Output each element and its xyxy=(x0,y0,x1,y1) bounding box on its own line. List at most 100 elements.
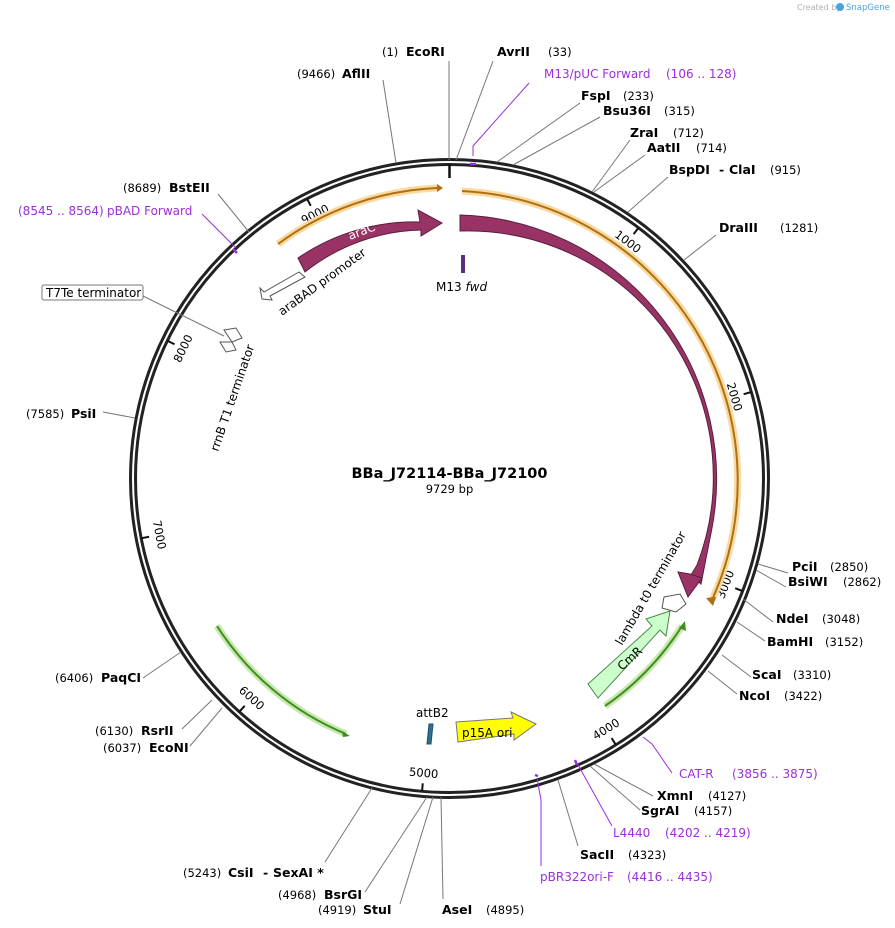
site-AseI-name: AseI xyxy=(442,902,472,917)
site-BspDI-name: BspDI xyxy=(669,162,710,177)
araBAD-promoter-feature xyxy=(259,271,306,301)
site-SexAI-name: SexAI * xyxy=(273,865,324,880)
site-AvrII-name: AvrII xyxy=(497,44,530,59)
scale-tick-label: 5000 xyxy=(408,765,438,782)
site-BspDI-sep: - xyxy=(719,162,724,177)
primer-L4440-name: L4440 xyxy=(613,826,650,840)
site-SacII-name: SacII xyxy=(580,847,614,862)
scale-tick-label: 6000 xyxy=(236,683,267,713)
site-XmnI-name: XmnI xyxy=(657,788,693,803)
site-EcoNI-pos: (6037) xyxy=(103,741,141,755)
scale-tick xyxy=(141,535,150,540)
site-NdeI-pos: (3048) xyxy=(822,612,860,626)
primer-M13pUC-range: (106 .. 128) xyxy=(666,67,736,81)
snapgene-logo-icon xyxy=(836,3,844,11)
orf-arcs xyxy=(214,184,742,738)
site-PciI-pos: (2850) xyxy=(830,560,868,574)
snapgene-credit: Created by SnapGene xyxy=(797,3,890,13)
site-FspI-name: FspI xyxy=(581,88,611,103)
site-CsiI-name: CsiI xyxy=(228,865,254,880)
site-NdeI-name: NdeI xyxy=(776,611,809,626)
p15A-ori-label: p15A ori xyxy=(462,726,513,740)
primer-pBAD-range: (8545 .. 8564) xyxy=(18,204,104,218)
scale-tick xyxy=(238,705,246,713)
primer-markers xyxy=(201,82,673,866)
site-callout-lines xyxy=(102,60,789,905)
site-PsiI-pos: (7585) xyxy=(26,407,64,421)
attB2-feature xyxy=(426,723,434,745)
site-XmnI-pos: (4127) xyxy=(708,789,746,803)
primer-L4440-range: (4202 .. 4219) xyxy=(665,826,751,840)
site-AvrII-pos: (33) xyxy=(548,45,572,59)
site-SgrAI-name: SgrAI xyxy=(641,803,679,818)
rrnB-T1-terminator-label: rrnB T1 terminator xyxy=(208,343,258,453)
scale-tick xyxy=(632,227,640,235)
site-ScaI-pos: (3310) xyxy=(793,668,831,682)
site-ZraI-pos: (712) xyxy=(673,126,704,140)
primer-M13pUC-name: M13/pUC Forward xyxy=(544,67,651,81)
site-BsrGI-name: BsrGI xyxy=(324,887,362,902)
site-PsiI-name: PsiI xyxy=(71,406,96,421)
site-NcoI-pos: (3422) xyxy=(784,689,822,703)
T7Te-terminator-feature: T7Te terminator xyxy=(41,284,243,353)
site-DraIII-name: DraIII xyxy=(719,220,758,235)
scale-tick xyxy=(610,737,617,746)
site-DraIII-pos: (1281) xyxy=(780,221,818,235)
lacZ-label: lacZ xyxy=(659,348,681,377)
site-ZraI-name: ZraI xyxy=(630,125,658,140)
site-RsrII-pos: (6130) xyxy=(95,724,133,738)
site-EcoNI-name: EcoNI xyxy=(149,740,189,755)
scale-tick xyxy=(743,391,752,396)
lacZ-feature xyxy=(459,214,718,585)
site-BsiWI-pos: (2862) xyxy=(843,575,881,589)
site-AseI-pos: (4895) xyxy=(486,903,524,917)
CmR-feature xyxy=(587,610,671,699)
site-AatII-pos: (714) xyxy=(696,141,727,155)
attB2-label: attB2 xyxy=(416,706,449,720)
site-PaqCI-pos: (6406) xyxy=(55,671,93,685)
site-BsrGI-pos: (4968) xyxy=(278,888,316,902)
M13-fwd-label: M13 fwd xyxy=(436,280,487,294)
scale-tick-label: 4000 xyxy=(590,715,622,742)
site-BsiWI-name: BsiWI xyxy=(788,574,828,589)
site-BstEII-name: BstEII xyxy=(169,180,210,195)
credit-brand: SnapGene xyxy=(846,3,890,13)
scale-tick xyxy=(166,339,175,346)
site-NcoI-name: NcoI xyxy=(739,688,770,703)
site-EcoRI-name: EcoRI xyxy=(406,44,445,59)
primer-pBR322ori-range: (4416 .. 4435) xyxy=(627,870,713,884)
plasmid-length: 9729 bp xyxy=(426,482,474,496)
site-SacII-pos: (4323) xyxy=(628,848,666,862)
site-BstEII-pos: (8689) xyxy=(123,181,161,195)
site-ClaI-pos: (915) xyxy=(770,163,801,177)
site-AflII-pos: (9466) xyxy=(297,67,335,81)
lambda-t0-terminator-feature xyxy=(661,593,687,613)
primer-CAT-R-range: (3856 .. 3875) xyxy=(732,767,818,781)
araC-feature xyxy=(297,209,443,273)
scale-tick xyxy=(421,783,424,792)
site-StuI-pos: (4919) xyxy=(318,903,356,917)
M13-fwd-feature xyxy=(461,255,465,273)
site-RsrII-name: RsrII xyxy=(141,723,174,738)
primer-pBAD-name: pBAD Forward xyxy=(107,204,192,218)
site-BamHI-pos: (3152) xyxy=(825,635,863,649)
site-AatII-name: AatII xyxy=(647,140,680,155)
site-StuI-name: StuI xyxy=(363,902,392,917)
site-PciI-name: PciI xyxy=(792,559,818,574)
primer-CAT-R-name: CAT-R xyxy=(679,767,714,781)
site-PaqCI-name: PaqCI xyxy=(101,670,141,685)
site-Bsu36I-pos: (315) xyxy=(664,104,695,118)
scale-tick xyxy=(306,198,312,207)
primer-pBR322ori-name: pBR322ori-F xyxy=(540,870,614,884)
site-ScaI-name: ScaI xyxy=(752,667,782,682)
p15A-ori-feature xyxy=(455,711,537,743)
site-ClaI-name: ClaI xyxy=(729,162,756,177)
credit-prefix: Created by xyxy=(797,3,841,12)
scale-tick-label: 7000 xyxy=(150,519,169,550)
primer-labels: M13/pUC Forward (106 .. 128) (8545 .. 85… xyxy=(18,67,818,884)
scale-tick xyxy=(734,587,743,593)
T7Te-terminator-label: T7Te terminator xyxy=(45,286,141,300)
site-EcoRI-pos: (1) xyxy=(382,45,398,59)
site-SgrAI-pos: (4157) xyxy=(694,804,732,818)
